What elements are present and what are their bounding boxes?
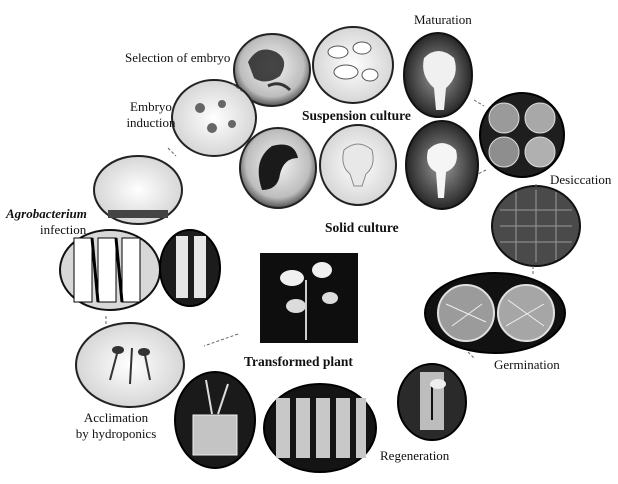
desiccation-label: Desiccation xyxy=(550,172,611,187)
solid-culture-image-left xyxy=(240,128,316,208)
embryo-induction-image xyxy=(172,80,256,156)
solid-culture-image-right xyxy=(406,121,478,209)
regeneration-label: Regeneration xyxy=(380,448,449,463)
transformed-plant-label: Transformed plant xyxy=(244,354,353,369)
embryo-induction-label-line1: Embryo xyxy=(120,99,182,114)
suspension-culture-label: Suspension culture xyxy=(302,108,411,123)
selection-of-embryo-label: Selection of embryo xyxy=(125,50,230,65)
agrobacterium-label: Agrobacterium xyxy=(6,206,87,221)
suspension-culture-image xyxy=(313,27,393,103)
acclimation-plants-image xyxy=(76,323,184,407)
acclimation-label-line2: by hydroponics xyxy=(68,426,164,441)
agrobacterium-infection-tubes-left xyxy=(60,230,160,310)
hydroponics-jar-image xyxy=(175,372,255,468)
maturation-label: Maturation xyxy=(414,12,472,27)
germination-dishes-image xyxy=(425,273,565,353)
infection-label: infection xyxy=(40,222,86,237)
germination-label: Germination xyxy=(494,357,560,372)
agrobacterium-infection-tubes-right xyxy=(160,230,220,306)
desiccation-dishes-image xyxy=(480,93,564,177)
regeneration-plant-image xyxy=(398,364,466,440)
maturation-image xyxy=(404,33,472,117)
transformed-plant-image xyxy=(260,253,358,343)
agrobacterium-infection-image-top xyxy=(94,156,182,224)
desiccation-grid-image xyxy=(492,186,580,266)
acclimation-label-line1: Acclimation xyxy=(68,410,164,425)
embryo-induction-label-line2: induction xyxy=(120,115,182,130)
solid-culture-label: Solid culture xyxy=(325,220,399,235)
solid-culture-image-middle xyxy=(320,125,396,205)
regeneration-tubes-image xyxy=(264,384,376,472)
